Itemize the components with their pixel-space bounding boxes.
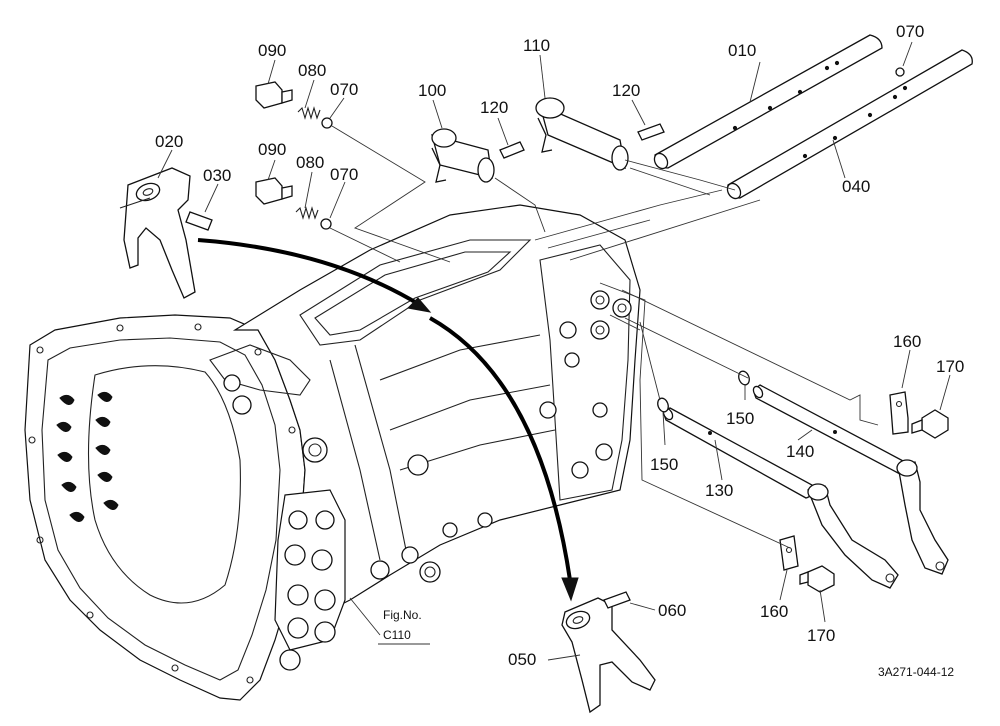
shift-arm-lower: [807, 483, 899, 589]
oring-150b: [657, 397, 669, 413]
ball-070a: [321, 117, 333, 129]
shift-fork-050: [561, 597, 656, 714]
label-120a: 120: [480, 98, 508, 117]
shaft-140: [752, 384, 907, 475]
label-060: 060: [658, 601, 686, 620]
assembly-lines: [157, 41, 951, 661]
ball-070b: [320, 218, 332, 230]
label-160a: 160: [893, 332, 921, 351]
plug-090b: [255, 177, 293, 205]
label-150b: 150: [650, 455, 678, 474]
label-100: 100: [418, 81, 446, 100]
oring-150a: [738, 370, 750, 386]
guide-100: [431, 128, 495, 183]
figure-reference-number: C110: [383, 628, 411, 642]
shift-rod-040: [726, 49, 973, 200]
pin-120b: [637, 123, 665, 141]
label-160b: 160: [760, 602, 788, 621]
label-050: 050: [508, 650, 536, 669]
label-090a: 090: [258, 41, 286, 60]
label-140: 140: [786, 442, 814, 461]
label-070c: 070: [896, 22, 924, 41]
label-120b: 120: [612, 81, 640, 100]
label-070b: 070: [330, 165, 358, 184]
drawing-code: 3A271-044-12: [878, 665, 954, 679]
ball-070c: [895, 67, 905, 77]
shift-fork-020: [119, 167, 196, 299]
figure-reference-label: Fig.No.: [383, 608, 422, 622]
plate-160a: [889, 391, 909, 435]
arrow-head-020: [406, 297, 432, 313]
label-010: 010: [728, 41, 756, 60]
label-070a: 070: [330, 80, 358, 99]
plate-160b: [779, 535, 799, 571]
label-170a: 170: [936, 357, 964, 376]
arrow-head-050: [561, 577, 579, 602]
bolt-170a: [911, 409, 949, 439]
label-130: 130: [705, 481, 733, 500]
label-030: 030: [203, 166, 231, 185]
plug-090a: [255, 81, 293, 109]
insertion-arrow-050: [429, 316, 572, 581]
spring-080a: [297, 106, 321, 120]
insertion-arrow-020: [197, 238, 422, 307]
shift-arm-upper: [896, 459, 949, 575]
pin-120a: [499, 141, 525, 159]
transmission-case: [24, 204, 641, 701]
label-150a: 150: [726, 409, 754, 428]
pin-030: [185, 211, 213, 231]
label-080b: 080: [296, 153, 324, 172]
label-110: 110: [523, 36, 550, 55]
bolt-170b: [799, 565, 835, 593]
label-020: 020: [155, 132, 183, 151]
label-090b: 090: [258, 140, 286, 159]
spring-080b: [295, 206, 319, 220]
label-040: 040: [842, 177, 870, 196]
label-170b: 170: [807, 626, 835, 645]
shift-rod-010: [653, 34, 883, 170]
label-080a: 080: [298, 61, 326, 80]
guide-110: [535, 97, 629, 171]
pin-060: [603, 591, 631, 609]
